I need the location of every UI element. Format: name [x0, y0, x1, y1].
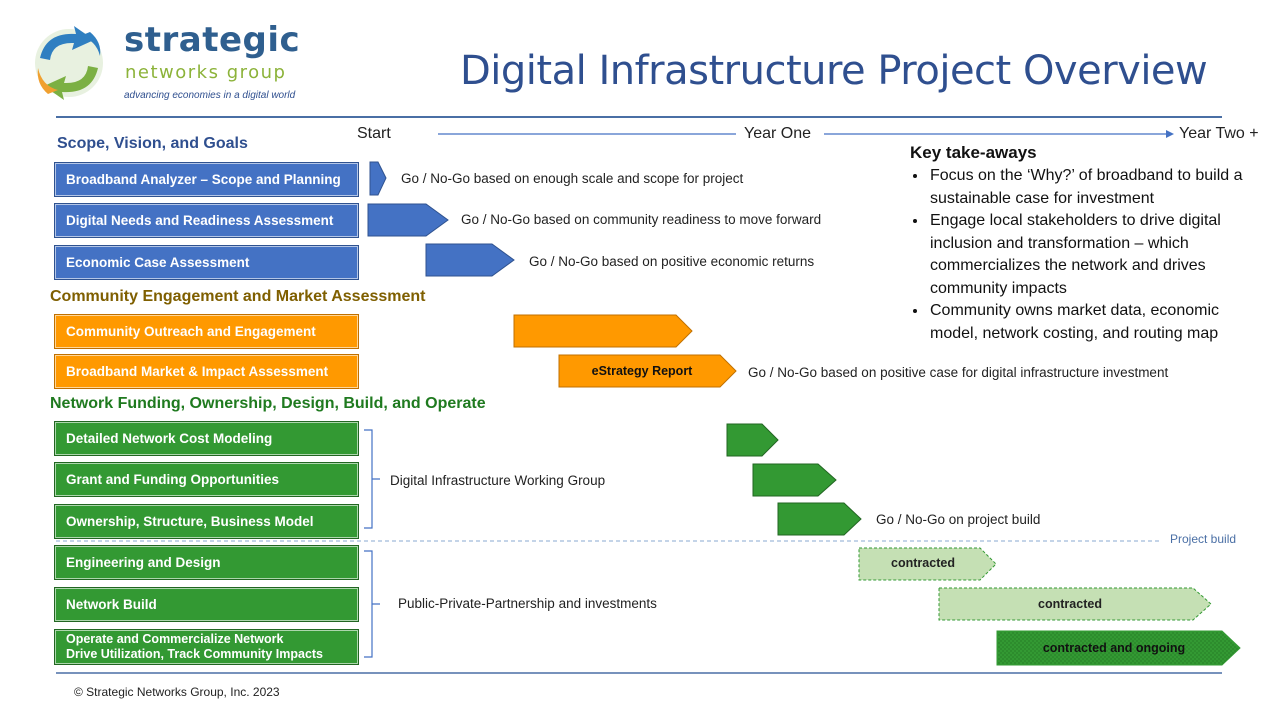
takeaway-item: Community owns market data, economic mod…: [928, 300, 1260, 345]
key-takeaways-list: Focus on the ‘Why?’ of broadband to buil…: [910, 165, 1260, 345]
row-operate-line1: Operate and Commercialize Network: [66, 632, 284, 646]
row-broadband-market: Broadband Market & Impact Assessment: [54, 354, 359, 389]
note-economic-returns: Go / No-Go based on positive economic re…: [529, 254, 815, 269]
bar-grant-funding: [752, 463, 837, 497]
logo: strategic networks group advancing econo…: [28, 20, 308, 105]
bar-operate: [996, 630, 1241, 666]
takeaway-item: Focus on the ‘Why?’ of broadband to buil…: [928, 165, 1260, 210]
row-operate-line2: Drive Utilization, Track Community Impac…: [66, 647, 324, 661]
bar-community-outreach: [513, 314, 693, 348]
row-digital-needs: Digital Needs and Readiness Assessment: [54, 203, 359, 238]
row-community-outreach: Community Outreach and Engagement: [54, 314, 359, 349]
row-engineering: Engineering and Design: [54, 545, 359, 580]
page-title: Digital Infrastructure Project Overview: [460, 48, 1208, 94]
row-ownership: Ownership, Structure, Business Model: [54, 504, 359, 539]
label-estrategy: eStrategy Report: [591, 364, 693, 378]
timeline-arrow: [438, 130, 1174, 138]
row-network-build: Network Build: [54, 587, 359, 622]
row-economic-case: Economic Case Assessment: [54, 245, 359, 280]
bar-broadband-analyzer: [369, 161, 387, 196]
timeline-start: Start: [357, 125, 391, 142]
footer-copyright: © Strategic Networks Group, Inc. 2023: [74, 685, 280, 699]
label-contracted-ongoing: contracted and ongoing: [1042, 641, 1186, 655]
row-operate: Operate and Commercialize Network Drive …: [54, 629, 359, 665]
bar-ownership: [777, 502, 862, 536]
section-network: Network Funding, Ownership, Design, Buil…: [50, 395, 486, 412]
bar-estrategy: [558, 354, 737, 388]
note-digital-infrastructure: Go / No-Go based on positive case for di…: [748, 365, 1169, 380]
takeaway-item: Engage local stakeholders to drive digit…: [928, 210, 1260, 300]
key-takeaways-title: Key take-aways: [910, 143, 1037, 162]
note-project-build: Project build: [1170, 532, 1237, 546]
note-scale-scope: Go / No-Go based on enough scale and sco…: [401, 171, 744, 186]
bracket-working-group: [364, 429, 380, 529]
logo-tagline: advancing economies in a digital world: [124, 90, 296, 101]
note-working-group: Digital Infrastructure Working Group: [390, 473, 606, 488]
label-contracted-engineering: contracted: [891, 556, 955, 570]
logo-word-networks-group: networks group: [125, 62, 287, 83]
section-scope: Scope, Vision, and Goals: [57, 135, 248, 152]
bar-network-cost: [726, 423, 779, 457]
timeline-year-two: Year Two +: [1179, 125, 1259, 142]
logo-word-strategic: strategic: [124, 20, 301, 60]
bar-network-build: [938, 587, 1212, 621]
bar-digital-needs: [367, 203, 449, 237]
note-community-readiness: Go / No-Go based on community readiness …: [461, 212, 822, 227]
bar-engineering: [858, 547, 997, 581]
note-ppp: Public-Private-Partnership and investmen…: [398, 596, 657, 611]
timeline-year-one: Year One: [744, 125, 812, 142]
logo-arrows-icon: [35, 26, 103, 100]
label-contracted-build: contracted: [1038, 597, 1102, 611]
note-project-build-decision: Go / No-Go on project build: [876, 512, 1041, 527]
row-grant-funding: Grant and Funding Opportunities: [54, 462, 359, 497]
section-community: Community Engagement and Market Assessme…: [50, 288, 426, 305]
key-takeaways: Key take-aways Focus on the ‘Why?’ of br…: [910, 143, 1260, 345]
row-broadband-analyzer: Broadband Analyzer – Scope and Planning: [54, 162, 359, 197]
row-network-cost: Detailed Network Cost Modeling: [54, 421, 359, 456]
bracket-ppp: [364, 550, 380, 658]
top-rule: [56, 116, 1222, 118]
bar-economic-case: [425, 243, 515, 277]
